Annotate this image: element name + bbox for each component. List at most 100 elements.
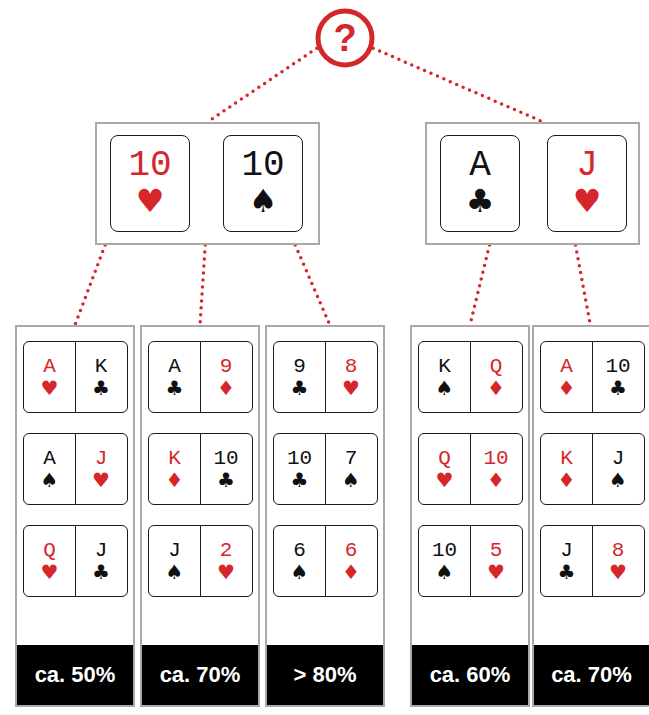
dotted-connector: [208, 48, 317, 122]
opponent-range-box: ca. 60%K♠Q♦Q♥10♦10♠5♥: [410, 325, 530, 707]
playing-card: A♣: [440, 135, 520, 232]
playing-card: K♦: [540, 433, 593, 505]
playing-card: A♣: [148, 341, 201, 413]
playing-card: K♠: [418, 341, 471, 413]
card-suit: ♠: [41, 469, 59, 491]
card-rank: 10: [128, 148, 171, 184]
card-rank: 6: [293, 540, 306, 561]
card-rank: K: [168, 448, 181, 469]
card-rank: J: [95, 448, 108, 469]
card-suit: ♦: [342, 561, 360, 583]
playing-card: J♣: [75, 525, 128, 597]
card-suit: ♠: [436, 561, 454, 583]
card-suit: ♥: [92, 469, 110, 491]
playing-card: Q♥: [23, 525, 76, 597]
playing-card: J♥: [547, 135, 627, 232]
card-rank: A: [43, 356, 56, 377]
card-suit: ♣: [166, 377, 184, 399]
card-suit: ♥: [41, 377, 59, 399]
card-rank: 7: [345, 448, 358, 469]
playing-card: 10♣: [273, 433, 326, 505]
playing-card: 10♠: [223, 135, 303, 232]
card-rank: 10: [241, 148, 284, 184]
playing-card: Q♦: [470, 341, 523, 413]
card-suit: ♥: [41, 561, 59, 583]
card-suit: ♥: [217, 561, 235, 583]
playing-card: J♠: [592, 433, 645, 505]
card-rank: Q: [438, 448, 451, 469]
dotted-connector: [470, 245, 490, 325]
card-suit: ♥: [487, 561, 505, 583]
card-suit: ♣: [217, 469, 235, 491]
card-suit: ♣: [92, 561, 110, 583]
opponent-range-box: > 80%9♣8♥10♣7♠6♠6♦: [265, 325, 385, 707]
equity-percentage: ca. 60%: [412, 645, 528, 705]
card-rank: A: [168, 356, 181, 377]
card-rank: A: [43, 448, 56, 469]
playing-card: 2♥: [200, 525, 253, 597]
question-circle: ?: [315, 8, 375, 68]
card-suit: ♦: [487, 469, 505, 491]
card-suit: ♣: [291, 377, 309, 399]
dotted-connector: [200, 245, 205, 325]
playing-card: J♥: [75, 433, 128, 505]
playing-card: Q♥: [418, 433, 471, 505]
card-rank: 10: [605, 356, 630, 377]
card-rank: J: [168, 540, 181, 561]
card-suit: ♠: [609, 469, 627, 491]
dotted-connector: [75, 245, 105, 325]
hand-box: A♣ J♥: [425, 122, 640, 245]
card-rank: J: [95, 540, 108, 561]
card-suit: ♠: [436, 377, 454, 399]
card-rank: 6: [345, 540, 358, 561]
playing-card: K♣: [75, 341, 128, 413]
card-rank: Q: [490, 356, 503, 377]
playing-card: 6♠: [273, 525, 326, 597]
card-rank: 8: [612, 540, 625, 561]
playing-card: 10♣: [200, 433, 253, 505]
card-rank: K: [560, 448, 573, 469]
card-suit: ♥: [342, 377, 360, 399]
card-suit: ♠: [342, 469, 360, 491]
playing-card: A♥: [23, 341, 76, 413]
card-rank: 10: [287, 448, 312, 469]
card-suit: ♣: [291, 469, 309, 491]
card-suit: ♣: [558, 561, 576, 583]
card-rank: J: [612, 448, 625, 469]
card-suit: ♠: [291, 561, 309, 583]
card-rank: J: [560, 540, 573, 561]
card-suit: ♦: [166, 469, 184, 491]
dotted-connector: [373, 48, 543, 122]
card-rank: J: [576, 148, 598, 184]
card-rank: 2: [220, 540, 233, 561]
opponent-range-box: ca. 70%A♣9♦K♦10♣J♠2♥: [140, 325, 260, 707]
card-rank: 9: [220, 356, 233, 377]
card-suit: ♦: [558, 377, 576, 399]
equity-percentage: ca. 70%: [534, 645, 649, 705]
card-suit: ♥: [573, 184, 602, 219]
card-rank: 8: [345, 356, 358, 377]
playing-card: J♣: [540, 525, 593, 597]
playing-card: 8♥: [592, 525, 645, 597]
card-rank: A: [560, 356, 573, 377]
circle-outline: [318, 11, 372, 65]
card-rank: K: [95, 356, 108, 377]
playing-card: 5♥: [470, 525, 523, 597]
card-rank: 10: [432, 540, 457, 561]
playing-card: 9♦: [200, 341, 253, 413]
card-suit: ♦: [487, 377, 505, 399]
card-suit: ♣: [92, 377, 110, 399]
playing-card: 7♠: [325, 433, 378, 505]
card-suit: ♠: [249, 184, 278, 219]
card-suit: ♥: [436, 469, 454, 491]
card-rank: A: [469, 148, 491, 184]
card-suit: ♥: [136, 184, 165, 219]
playing-card: A♠: [23, 433, 76, 505]
playing-card: 9♣: [273, 341, 326, 413]
question-mark: ?: [333, 19, 356, 57]
playing-card: 10♠: [418, 525, 471, 597]
dotted-connector: [576, 245, 591, 325]
card-suit: ♦: [558, 469, 576, 491]
card-suit: ♠: [166, 561, 184, 583]
